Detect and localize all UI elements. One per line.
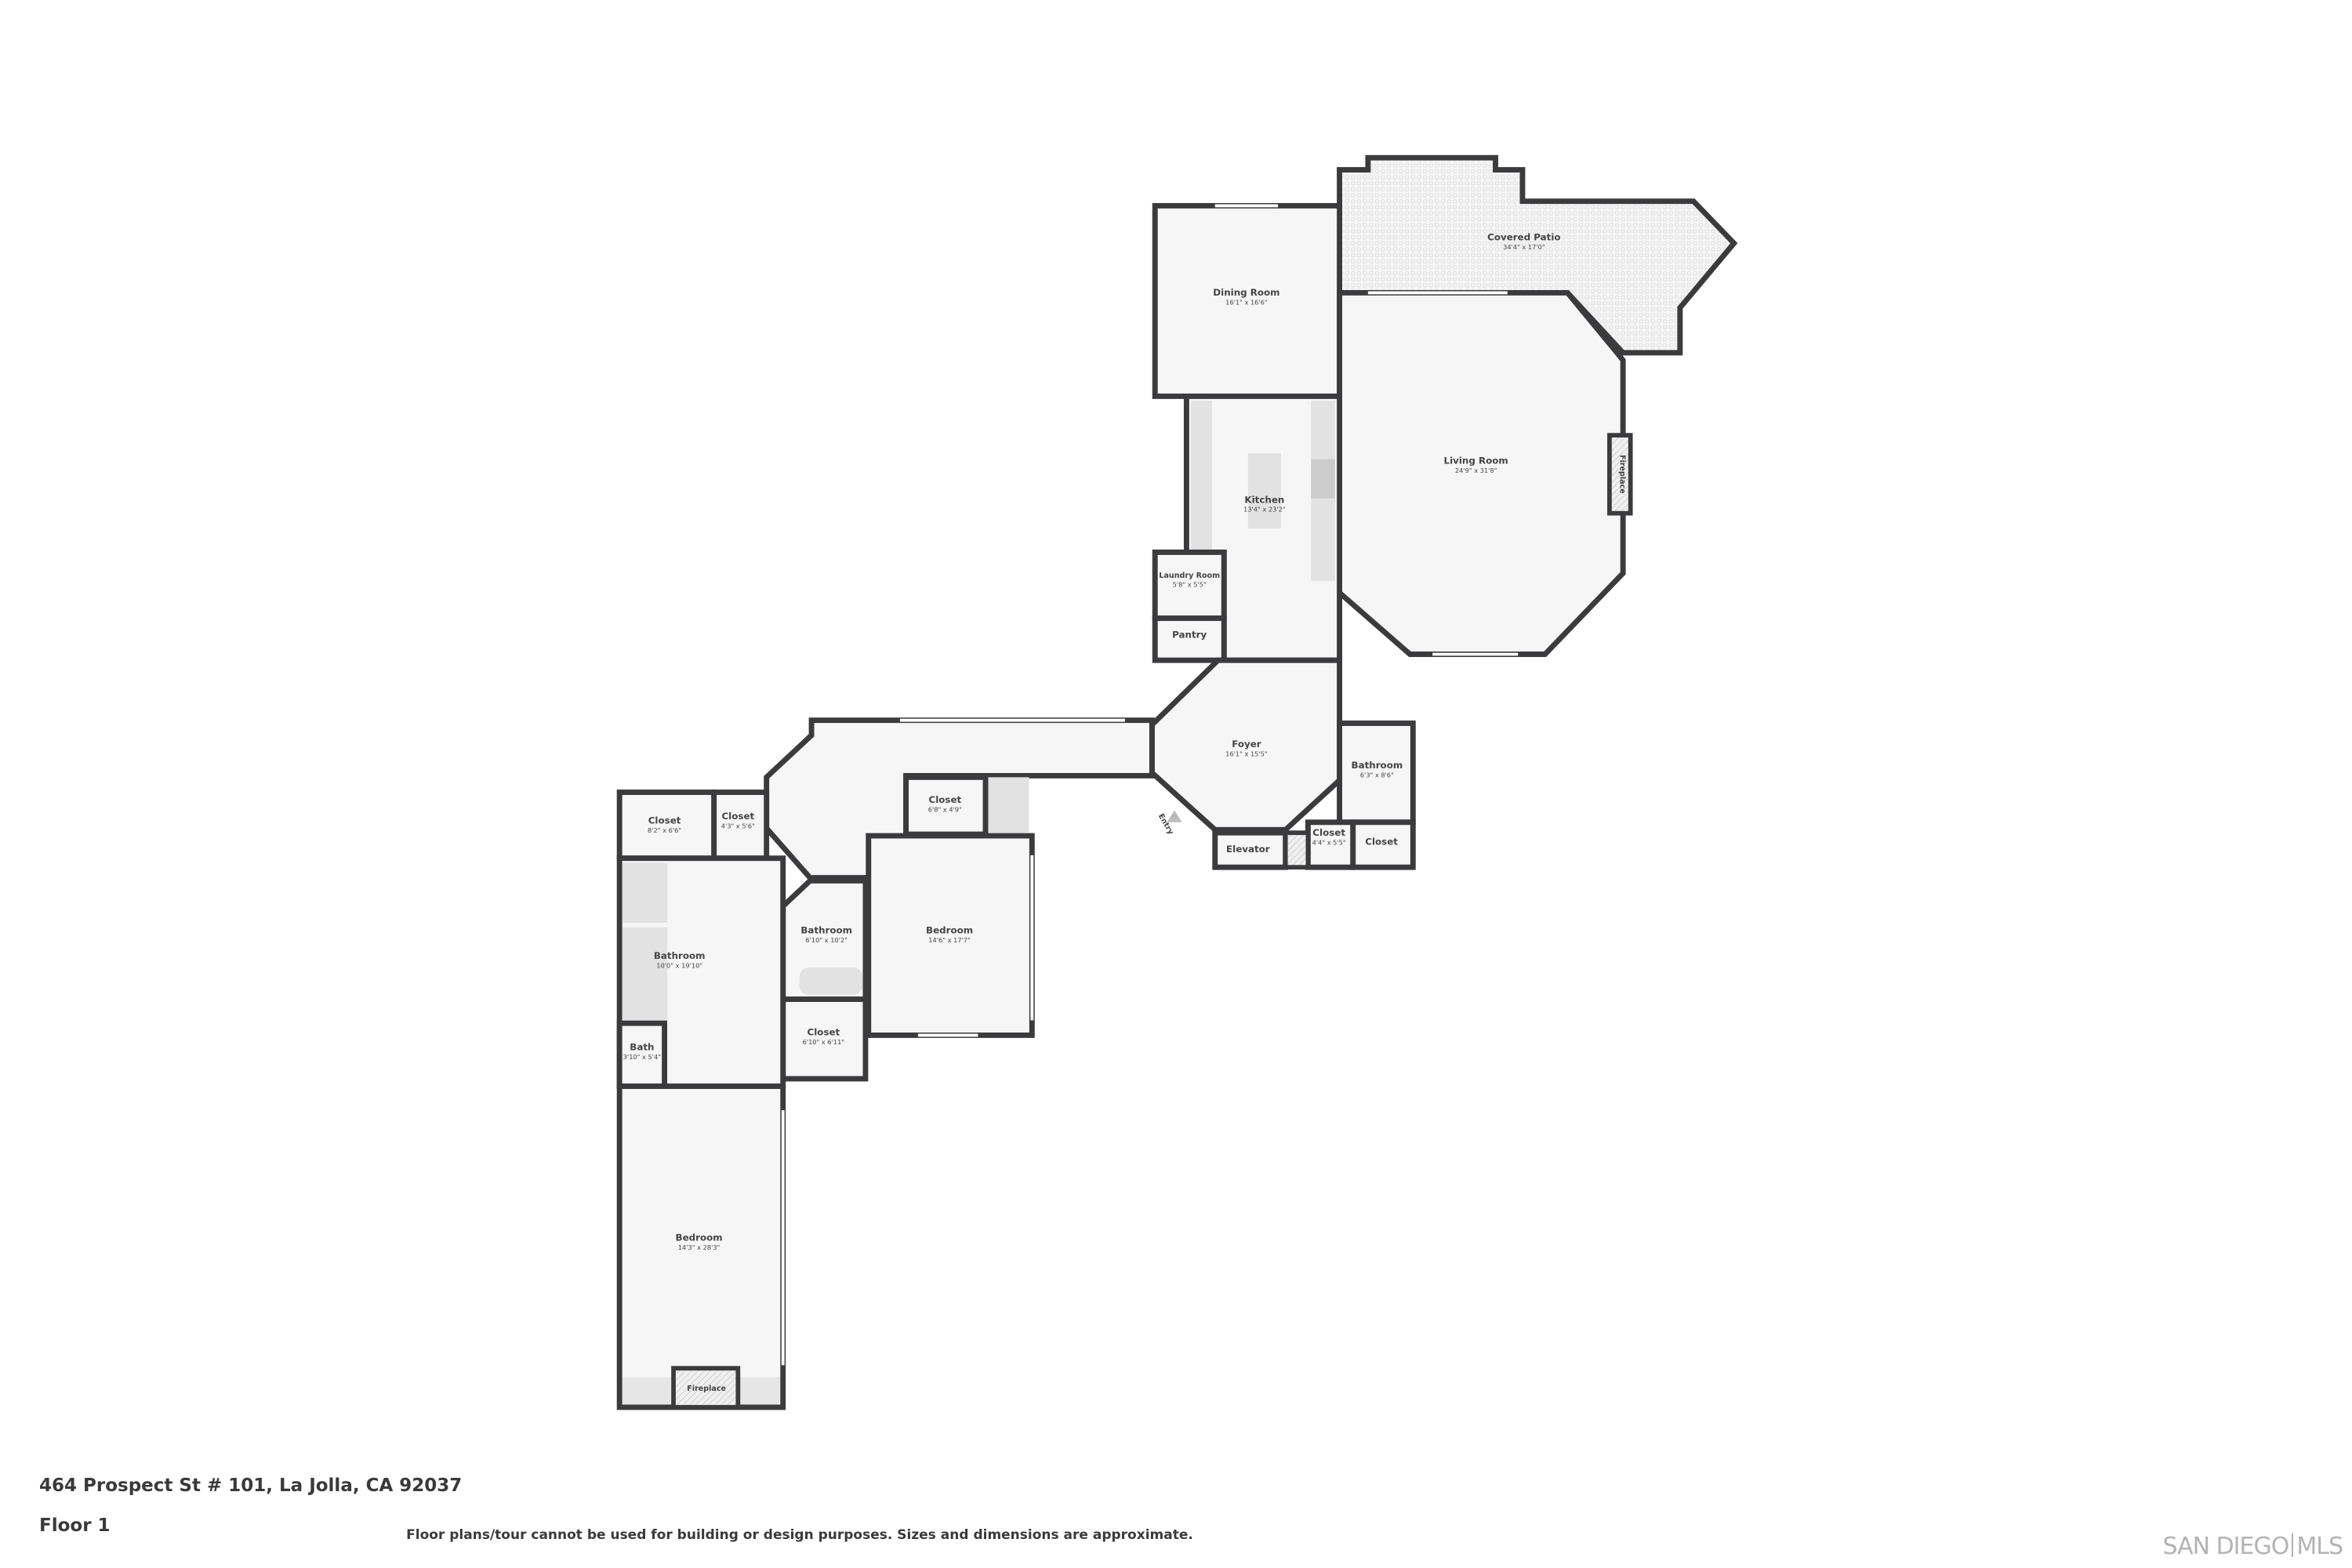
fireplace	[671, 1366, 741, 1410]
room-dimensions: 10'0" x 19'10"	[656, 961, 702, 969]
room-label: Closet	[648, 815, 681, 826]
logo-text: MLS	[2296, 1533, 2343, 1560]
foyer-area	[1149, 657, 1342, 833]
room-dimensions: 6'10" x 10'2"	[805, 936, 848, 944]
room-label: Bathroom	[1352, 760, 1403, 771]
room-dimensions: 16'1" x 16'6"	[1225, 299, 1268, 307]
bathtub-icon	[622, 927, 668, 1021]
floor-label: Floor 1	[39, 1515, 111, 1536]
room-label: Pantry	[1172, 629, 1207, 640]
room-dimensions: 34'4" x 17'0"	[1503, 243, 1545, 251]
san-diego-mls-logo: SAN DIEGO MLS	[2162, 1533, 2343, 1560]
fireplace-label: Fireplace	[687, 1385, 726, 1393]
room-dimensions: 6'8" x 4'9"	[928, 805, 962, 813]
room-dimensions: 14'3" x 28'3"	[678, 1243, 720, 1251]
closet-shelf	[986, 777, 1029, 833]
closet-area	[1350, 819, 1416, 870]
kitchen-counter	[1191, 401, 1212, 551]
room-label: Living Room	[1444, 456, 1508, 466]
room-dimensions: 13'4" x 23'2"	[1243, 506, 1286, 514]
shower-icon	[622, 862, 668, 923]
room-label: Laundry Room	[1159, 572, 1220, 580]
room-label: Kitchen	[1244, 494, 1284, 505]
kitchen-island	[1247, 453, 1281, 528]
disclaimer: Floor plans/tour cannot be used for buil…	[406, 1527, 1193, 1543]
room-label: Closet	[1365, 836, 1398, 847]
room-label: Bathroom	[800, 924, 852, 935]
room-dimensions: 6'3" x 8'6"	[1360, 771, 1394, 779]
room-label: Closet	[1312, 827, 1345, 838]
column	[1283, 830, 1311, 870]
room-label: Dining Room	[1213, 287, 1279, 298]
bathtub-icon	[799, 967, 863, 995]
room-label: Elevator	[1226, 844, 1270, 855]
property-address: 464 Prospect St # 101, La Jolla, CA 9203…	[39, 1475, 463, 1496]
room-dimensions: 4'3" x 5'6"	[721, 822, 755, 829]
room-dimensions: 14'6" x 17'7"	[928, 936, 971, 944]
room-label: Closet	[929, 794, 962, 805]
logo-text: SAN DIEGO	[2162, 1533, 2289, 1560]
room-dimensions: 16'1" x 15'5"	[1225, 750, 1268, 758]
entry-arrow-icon	[1167, 810, 1182, 822]
room-dimensions: 8'2" x 6'6"	[648, 826, 681, 834]
room-label: Bath	[630, 1042, 654, 1053]
room-dimensions: 5'8" x 5'5"	[1173, 580, 1207, 588]
room-dimensions: 3'10" x 5'4"	[623, 1053, 661, 1061]
bath-area	[616, 1020, 668, 1089]
room-label: Closet	[721, 811, 754, 822]
closet-area	[780, 996, 869, 1082]
bedroom-area	[866, 833, 1035, 1038]
living-room-area	[1337, 289, 1626, 657]
room-label: Closet	[808, 1026, 840, 1037]
room-label: Covered Patio	[1487, 231, 1560, 242]
room-label: Foyer	[1232, 739, 1261, 750]
fireplace	[1607, 433, 1633, 516]
room-label: Bathroom	[654, 950, 706, 961]
room-label: Bedroom	[676, 1232, 723, 1243]
room-dimensions: 24'9" x 31'8"	[1455, 466, 1497, 474]
fireplace-label: Fireplace	[1617, 455, 1626, 494]
room-label: Bedroom	[926, 924, 973, 935]
pantry-area	[1152, 615, 1227, 663]
windows	[781, 204, 1519, 1366]
bedroom-area	[616, 1083, 786, 1410]
room-dimensions: 6'10" x 6'11"	[803, 1038, 845, 1046]
room-dimensions: 4'4" x 5'5"	[1312, 838, 1346, 846]
stove-icon	[1311, 459, 1335, 499]
